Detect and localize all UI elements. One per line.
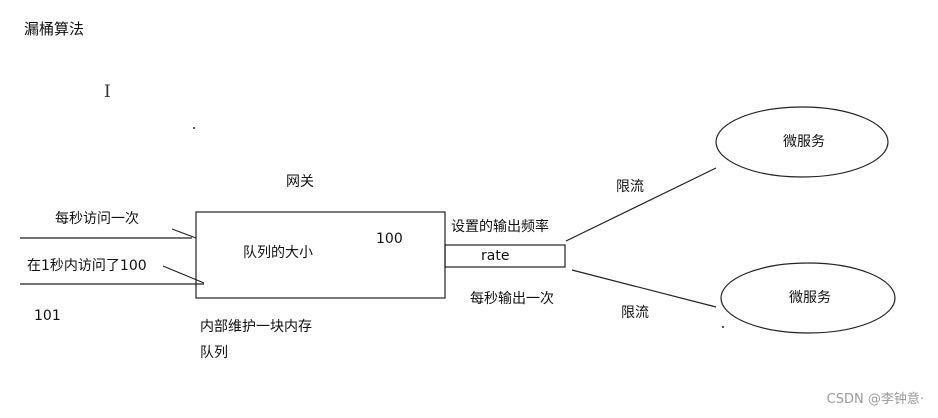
stray-dot xyxy=(722,326,724,328)
service-top-label: 微服务 xyxy=(783,134,825,150)
output-per-second-label: 每秒输出一次 xyxy=(470,291,554,307)
service-ellipse-bottom xyxy=(720,262,896,334)
service-ellipse-top xyxy=(715,106,889,178)
rate-box xyxy=(444,244,566,268)
input-top-label: 每秒访问一次 xyxy=(55,211,139,227)
queue-note-line2: 队列 xyxy=(200,345,228,361)
gateway-box xyxy=(195,211,446,299)
queue-size: 100 xyxy=(376,231,403,247)
rate-label: rate xyxy=(481,248,510,264)
watermark: CSDN @李钟意· xyxy=(826,392,924,407)
input-line-bottom-slant xyxy=(162,265,205,284)
gateway-label: 网关 xyxy=(286,174,314,190)
output-line-top xyxy=(565,167,717,242)
input-bottom-label: 在1秒内访问了100 xyxy=(27,258,147,274)
limit-top-label: 限流 xyxy=(616,179,644,195)
stray-dot xyxy=(193,127,195,129)
text-cursor-icon: I xyxy=(104,82,111,102)
input-line-top-slant xyxy=(171,228,197,239)
overflow-count: 101 xyxy=(34,308,61,324)
queue-label: 队列的大小 xyxy=(243,245,313,261)
output-line-bottom xyxy=(571,269,717,308)
output-rate-label: 设置的输出频率 xyxy=(451,219,549,235)
limit-bottom-label: 限流 xyxy=(621,305,649,321)
diagram-title: 漏桶算法 xyxy=(24,20,85,38)
queue-note-line1: 内部维护一块内存 xyxy=(200,319,312,335)
service-bottom-label: 微服务 xyxy=(789,290,831,306)
